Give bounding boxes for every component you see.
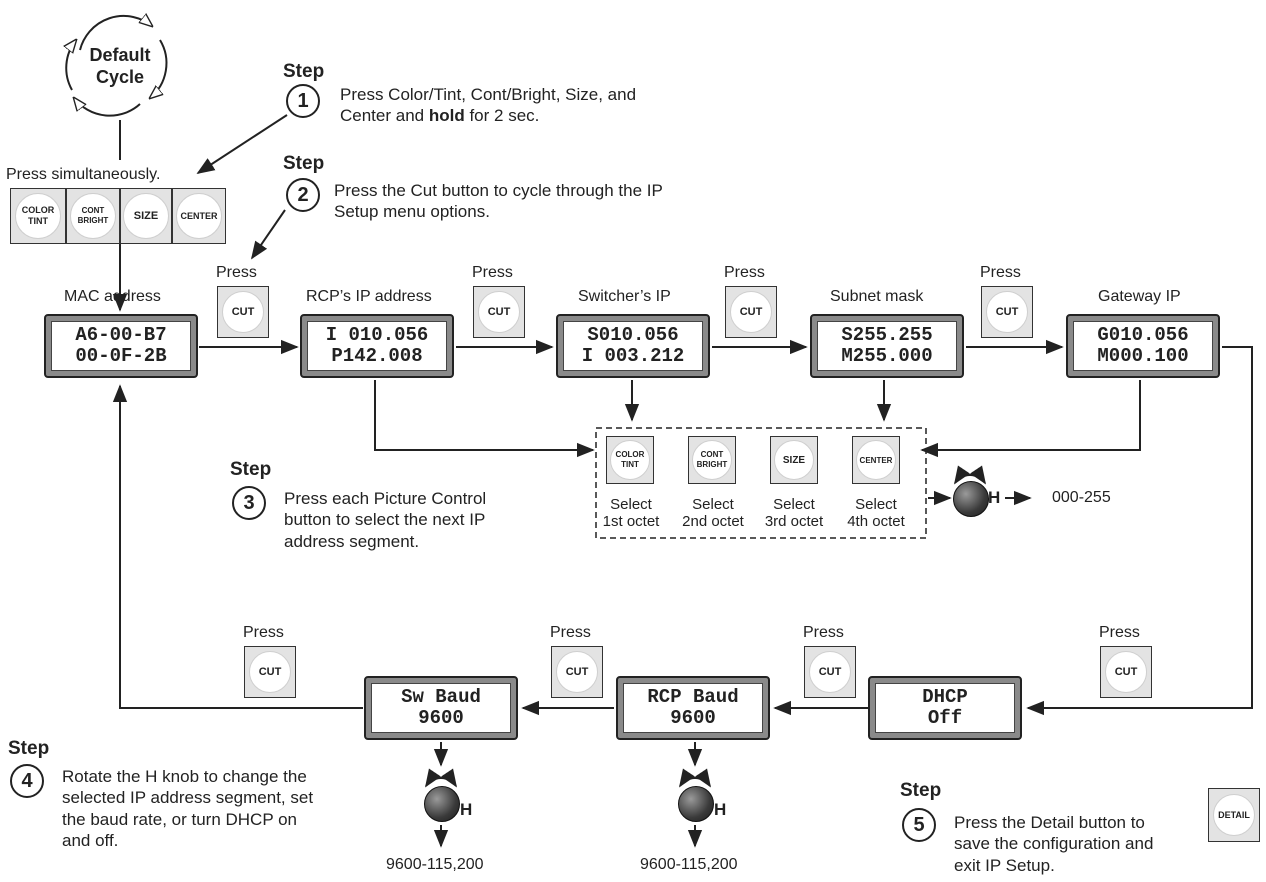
sw-baud-range: 9600-115,200 [386,856,484,873]
switcher-ip-title: Switcher’s IP [578,288,671,305]
cut-button-3[interactable]: CUT [725,286,777,338]
octet-selector-arrows [374,380,1141,458]
step3-number: 3 [232,486,266,520]
h-knob-sw-baud[interactable] [424,786,460,822]
step5-number: 5 [902,808,936,842]
default-cycle-arrows [66,16,168,117]
knob-rotation-arcs [425,465,986,788]
octet-selector-dashed-box [595,427,927,539]
cut-button-1[interactable]: CUT [217,286,269,338]
h-knob-octet-label: H [988,488,1001,507]
baud-knob-arrows [433,742,703,848]
cut-button-8[interactable]: CUT [1100,646,1152,698]
h-knob-sw-baud-label: H [460,800,473,819]
display-line: I 003.212 [581,345,685,367]
display-line: A6-00-B7 [75,324,167,346]
cut-button-6[interactable]: CUT [551,646,603,698]
subnet-mask-title: Subnet mask [830,288,924,305]
display-line: 9600 [418,707,464,729]
step2-word: Step [283,153,325,174]
gateway-ip-title: Gateway IP [1098,288,1181,305]
step3-text: Press each Picture Control button to sel… [284,489,487,551]
mac-address-title: MAC address [64,288,161,305]
size-button[interactable]: SIZE [120,188,172,244]
press-label-4: Press [980,264,1021,281]
step1-word: Step [283,61,325,82]
display-line: M000.100 [1097,345,1189,367]
octet3-size-button[interactable]: SIZE [770,436,818,484]
display-line: G010.056 [1097,324,1189,346]
step5-word: Step [900,780,942,801]
rcp-baud-range: 9600-115,200 [640,856,738,873]
display-line: Off [927,707,963,729]
display-line: 00-0F-2B [75,345,167,367]
center-button[interactable]: CENTER [172,188,226,244]
octet-range-label: 000-255 [1052,489,1111,506]
step2-text: Press the Cut button to cycle through th… [334,181,663,222]
press-label-2: Press [472,264,513,281]
press-label-7: Press [803,624,844,641]
cut-button-7[interactable]: CUT [804,646,856,698]
press-simultaneously-label: Press simultaneously. [6,166,161,183]
step4-word: Step [8,738,50,759]
default-cycle-line1: Default [89,45,151,65]
step1-text: Press Color/Tint, Cont/Bright, Size, and… [340,85,637,126]
octet4-center-button[interactable]: CENTER [852,436,900,484]
press-label-5: Press [243,624,284,641]
step1-pointer-arrow [196,114,288,174]
display-line: S010.056 [587,324,679,346]
gateway-to-dhcp-arrow [1026,346,1253,716]
display-line: 9600 [670,707,716,729]
display-line: Sw Baud [401,686,481,708]
cut-button-2[interactable]: CUT [473,286,525,338]
h-knob-octet[interactable] [953,481,989,517]
display-line: M255.000 [841,345,933,367]
default-cycle-label: Default Cycle [80,44,160,88]
h-knob-rcp-baud-label: H [714,800,727,819]
h-knob-rcp-baud[interactable] [678,786,714,822]
step2-pointer-arrow [250,209,286,260]
default-cycle-line2: Cycle [95,67,145,87]
cut-button-4[interactable]: CUT [981,286,1033,338]
display-line: RCP Baud [647,686,739,708]
step1-number: 1 [286,84,320,118]
press-label-8: Press [1099,624,1140,641]
press-label-6: Press [550,624,591,641]
rcp-ip-title: RCP’s IP address [306,288,432,305]
step5-text: Press the Detail button to save the conf… [954,813,1154,875]
bottom-row-arrows [112,384,868,716]
display-line: P142.008 [331,345,423,367]
display-line: I 010.056 [325,324,429,346]
cut-button-5[interactable]: CUT [244,646,296,698]
display-line: S255.255 [841,324,933,346]
step3-word: Step [230,459,272,480]
display-line: DHCP [922,686,968,708]
press-label-3: Press [724,264,765,281]
step4-number: 4 [10,764,44,798]
step4-text: Rotate the H knob to change the selected… [62,767,314,850]
press-label-1: Press [216,264,257,281]
step2-number: 2 [286,178,320,212]
detail-button[interactable]: DETAIL [1208,788,1260,842]
